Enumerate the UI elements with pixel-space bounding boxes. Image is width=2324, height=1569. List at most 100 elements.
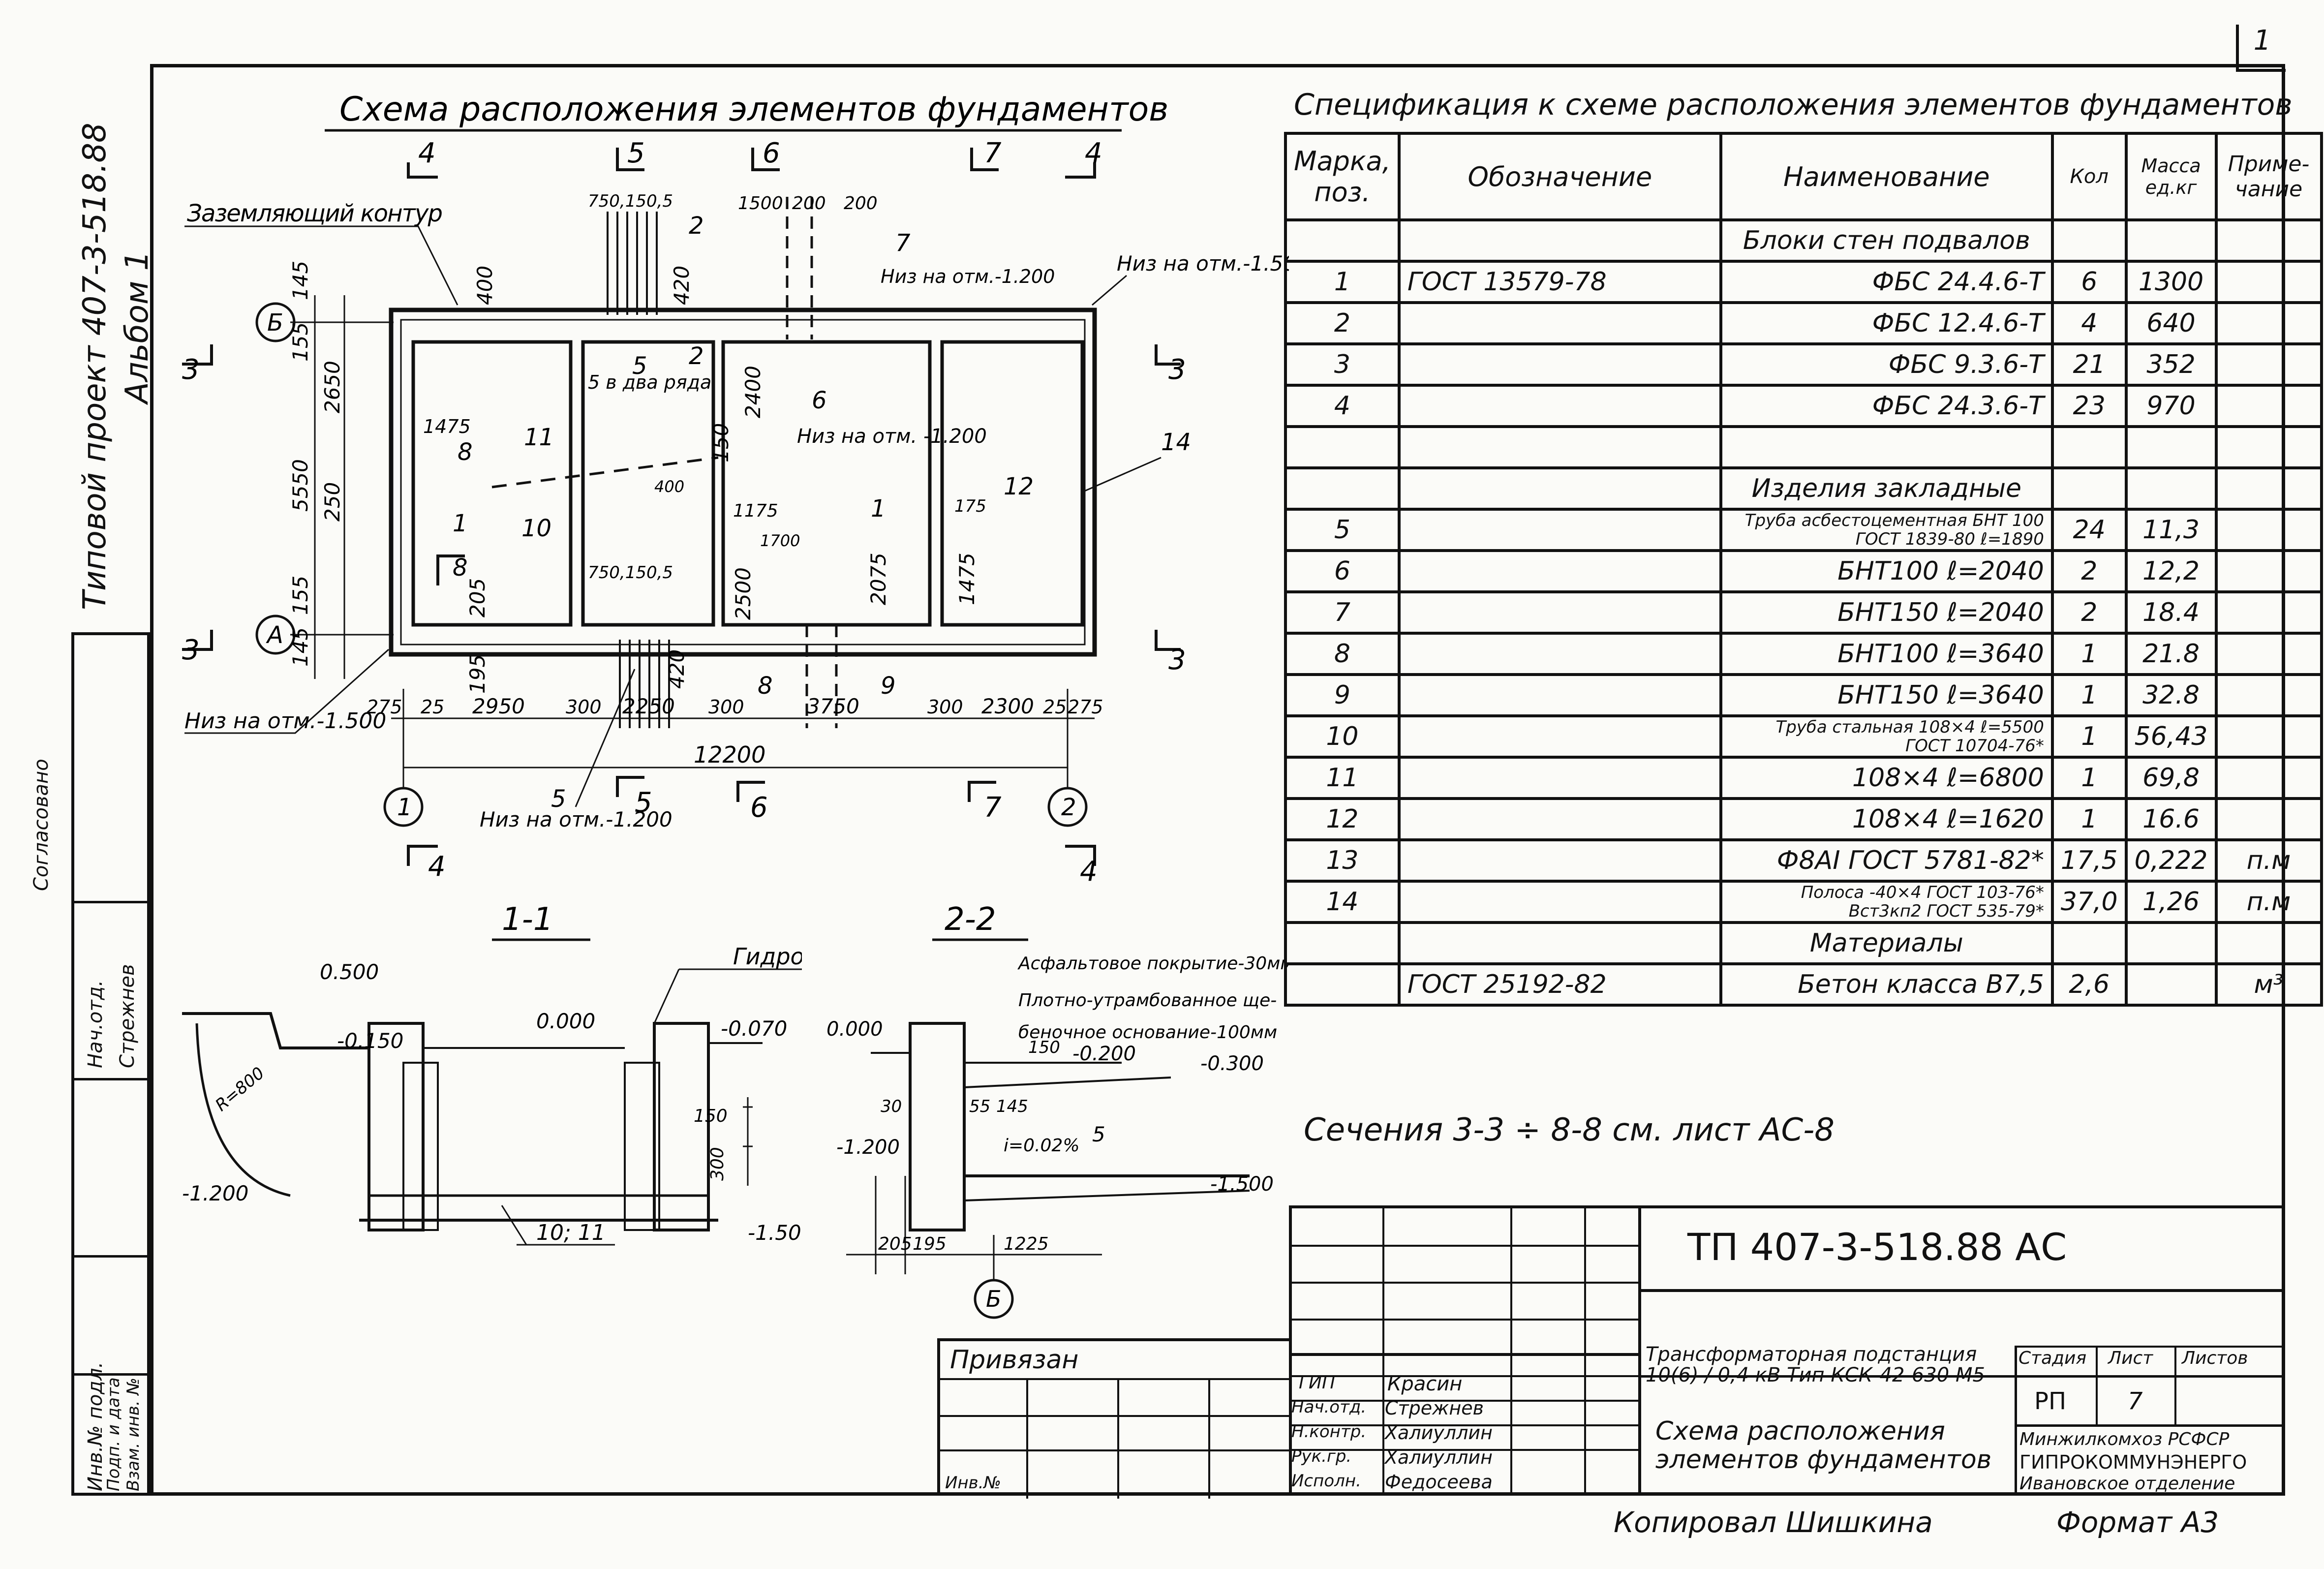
section-2-level-0: 0.000 xyxy=(826,1018,883,1041)
section-2-note-0: Асфальтовое покрытие-30мм xyxy=(1017,954,1289,974)
spec-row: Блоки стен подвалов xyxy=(1284,218,2323,263)
dim-5550: 5550 xyxy=(288,459,312,512)
pos-12: 12 xyxy=(1004,473,1034,500)
spec-cell-name: Материалы xyxy=(1719,921,2054,965)
spec-cell-note xyxy=(2214,466,2323,511)
dim-250: 250 xyxy=(320,482,344,522)
spec-cell-qty: 1 xyxy=(2050,797,2128,841)
name-2: Халиуллин xyxy=(1385,1422,1493,1444)
section-2-dim-2: 1225 xyxy=(1004,1234,1049,1254)
spec-cell-pos: 12 xyxy=(1284,797,1401,841)
stamp-stage-header: Стадия xyxy=(2018,1348,2087,1368)
section-2-callout: 5 xyxy=(1092,1122,1105,1146)
spec-cell-code xyxy=(1397,218,1722,263)
spec-cell-mass: 69,8 xyxy=(2124,756,2218,800)
spec-cell-note xyxy=(2214,508,2323,552)
spec-cell-qty xyxy=(2050,425,2128,469)
note-bottom-1200-b: Низ на отм. -1.200 xyxy=(797,425,987,448)
spec-cell-code xyxy=(1397,673,1722,717)
role-2: Н.контр. xyxy=(1291,1422,1367,1442)
spec-cell-code xyxy=(1397,756,1722,800)
spec-cell-qty: 1 xyxy=(2050,673,2128,717)
spec-cell-code xyxy=(1397,384,1722,428)
dim-145-top: 145 xyxy=(288,261,312,300)
plan-title: Схема расположения элементов фундаментов xyxy=(339,90,1168,129)
section-1-radius: R=800 xyxy=(212,1063,268,1115)
spec-cell-pos: 1 xyxy=(1284,260,1401,304)
pos-2-b: 2 xyxy=(689,342,704,370)
section-2-note-2: беночное основание-100мм xyxy=(1018,1022,1277,1043)
dim-2250: 2250 xyxy=(622,694,675,718)
spec-h-code: Обозначение xyxy=(1397,132,1722,221)
spec-cell-mass: 21.8 xyxy=(2124,632,2218,676)
section-1-d150: 150 xyxy=(694,1106,728,1126)
spec-cell-pos xyxy=(1284,218,1401,263)
spec-cell-name: ФБС 24.3.6-Т xyxy=(1719,384,2054,428)
section-2-note-1: Плотно-утрамбованное ще- xyxy=(1018,990,1277,1011)
spec-cell-qty: 24 xyxy=(2050,508,2128,552)
spec-cell-qty xyxy=(2050,921,2128,965)
dim-2075: 2075 xyxy=(866,553,890,605)
section-mark-7-bot: 7 xyxy=(984,792,1002,824)
spec-cell-note xyxy=(2214,921,2323,965)
dim-2650: 2650 xyxy=(320,361,344,413)
title-block: ТП 407-3-518.88 АС Трансформаторная подс… xyxy=(1289,1205,2283,1496)
spec-cell-qty: 1 xyxy=(2050,714,2128,759)
dim-3750: 3750 xyxy=(807,694,859,718)
spec-cell-name: 108×4 ℓ=6800 xyxy=(1719,756,2054,800)
axis-1-label: 1 xyxy=(397,794,412,821)
spec-header-row: Марка, поз. Обозначение Наименование Кол… xyxy=(1284,132,2323,221)
spec-cell-code xyxy=(1397,714,1722,759)
section-1-1: 1-1 Гидроизоляция 0.500 -0.150 0.000 -0.… xyxy=(182,901,802,1246)
section-1-d300: 300 xyxy=(707,1147,728,1181)
note-bottom-1200-c: Низ на отм.-1.200 xyxy=(480,807,673,831)
bound-label: Привязан xyxy=(950,1345,1079,1375)
section-mark-6-bot: 6 xyxy=(750,792,768,824)
pos-8-b: 8 xyxy=(453,554,468,582)
spec-cell-code xyxy=(1397,301,1722,345)
spec-row xyxy=(1284,425,2323,469)
spec-cell-qty: 1 xyxy=(2050,756,2128,800)
name-4: Федосеева xyxy=(1385,1471,1493,1493)
dim-1475: 1475 xyxy=(423,416,471,437)
section-mark-7-top: 7 xyxy=(984,137,1002,169)
spec-cell-note: п.м xyxy=(2214,838,2323,883)
spec-cell-name: ФБС 12.4.6-Т xyxy=(1719,301,2054,345)
spec-cell-note xyxy=(2214,342,2323,387)
section-1-level-3: -0.070 xyxy=(721,1016,787,1041)
spec-cell-name: Полоса -40×4 ГОСТ 103-76* Вст3кп2 ГОСТ 5… xyxy=(1719,880,2054,924)
section-2-axis: Б xyxy=(986,1286,1002,1312)
note-bottom-1500-b: Низ на отм.-1.500 xyxy=(184,708,386,734)
spec-cell-note xyxy=(2214,549,2323,593)
sheet-corner-number: 1 xyxy=(2236,25,2286,72)
stamp-object: Трансформаторная подстанция 10(6) / 0,4 … xyxy=(1646,1343,1985,1386)
dim-25-b: 25 xyxy=(1043,696,1067,718)
spec-cell-name: Ф8АI ГОСТ 5781-82* xyxy=(1719,838,2054,883)
section-2-dim-3: 150 xyxy=(1028,1038,1060,1057)
dim-300-b: 300 xyxy=(708,696,744,718)
section-mark-6-top: 6 xyxy=(763,137,780,169)
spec-cell-name: БНТ150 ℓ=2040 xyxy=(1719,590,2054,635)
dim-400-v: 400 xyxy=(473,266,497,305)
spec-cell-code xyxy=(1397,838,1722,883)
spec-cell-pos: 4 xyxy=(1284,384,1401,428)
dim-175: 175 xyxy=(954,496,986,516)
sections-note: Сечения 3-3 ÷ 8-8 см. лист АС-8 xyxy=(1304,1112,1835,1148)
pos-11: 11 xyxy=(524,424,554,451)
stamp-project-code: ТП 407-3-518.88 АС xyxy=(1687,1225,2067,1269)
bound-block: Привязан Инв.№ xyxy=(937,1338,1289,1499)
spec-cell-mass: 32.8 xyxy=(2124,673,2218,717)
spec-cell-name: Бетон класса В7,5 xyxy=(1719,962,2054,1007)
pos-1: 1 xyxy=(453,510,468,537)
pos-8: 8 xyxy=(758,672,773,700)
dim-1700: 1700 xyxy=(760,531,800,550)
roles-block: ГИП Красин Нач.отд. Стрежнев Н.контр. Ха… xyxy=(1289,1373,1530,1496)
spec-cell-mass: 1,26 xyxy=(2124,880,2218,924)
pos-8-c: 8 xyxy=(458,438,473,466)
spec-cell-pos: 5 xyxy=(1284,508,1401,552)
